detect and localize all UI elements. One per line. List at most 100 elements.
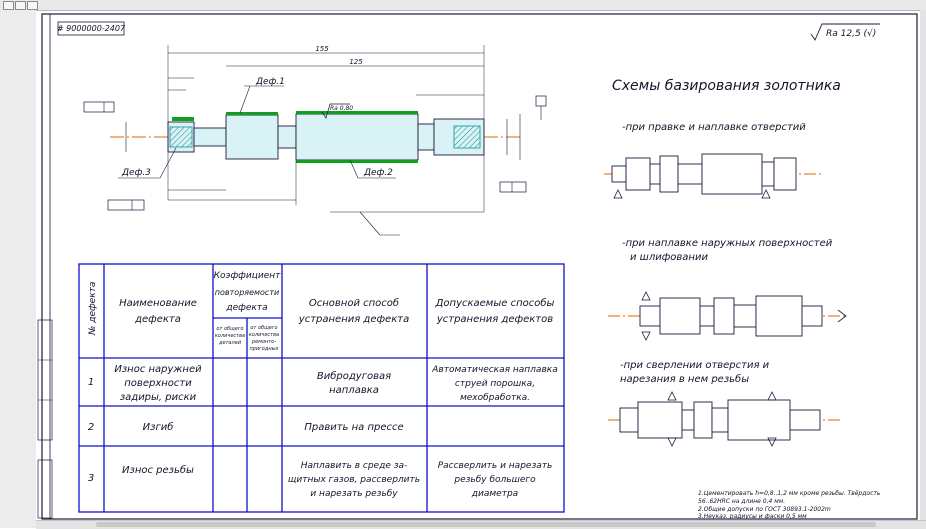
- scheme-1-caption: -при правке и наплавке отверстий: [622, 122, 806, 133]
- toolbar-button[interactable]: [27, 1, 38, 10]
- dimension-155: 155: [315, 45, 329, 53]
- roughness-callout-text: Ra 0,80: [330, 105, 353, 112]
- row-3-method-line3: и нарезать резьбу: [310, 489, 398, 499]
- defect-3-marker: [172, 117, 194, 121]
- scheme-section: [773, 157, 797, 191]
- row-3-method-line2: щитных газов, рассверлить: [288, 475, 420, 485]
- toolbar-button[interactable]: [3, 1, 14, 10]
- scheme-section: [659, 155, 679, 193]
- horizontal-scrollbar[interactable]: [36, 520, 926, 529]
- schemes-title: Схемы базирования золотника: [612, 78, 841, 94]
- row-1-method-line2: наплавка: [329, 385, 379, 396]
- row-3-allowed-line1: Рассверлить и нарезать: [438, 461, 553, 471]
- row-3-allowed-line2: резьбу большего: [453, 475, 536, 485]
- note-2: 2.Общие допуски по ГОСТ 30893.1-2002m: [698, 506, 831, 513]
- defect-1-marker: [226, 112, 278, 115]
- header-coef-b-line3: ремонто-: [251, 339, 276, 345]
- viewer-left-gutter: [0, 10, 36, 528]
- scheme-section: [677, 163, 703, 185]
- viewer-toolbar: [0, 0, 926, 11]
- row-1-name-line1: Износ наружней: [114, 364, 202, 375]
- scheme-3-part: [608, 391, 840, 447]
- center-symbol: [837, 309, 847, 323]
- row-1-name-line3: задиры, риски: [120, 392, 197, 403]
- defect-1-label: Деф.1: [255, 77, 285, 87]
- row-1-name-line2: поверхности: [124, 378, 192, 389]
- roughness-text: Ra 12,5 (√): [826, 28, 876, 39]
- sheet-frame: [41, 13, 918, 520]
- support-symbol: [641, 291, 651, 341]
- scheme-section: [755, 295, 803, 337]
- leader-line: [159, 147, 177, 179]
- header-coef-b-line2: количества: [249, 332, 279, 338]
- scheme-2-caption-line2: и шлифовании: [630, 252, 708, 263]
- support-symbol: [613, 189, 771, 199]
- shaft-neck: [277, 125, 297, 149]
- scheme-3-caption-line1: -при сверлении отверстия и: [620, 360, 770, 371]
- header-coef-b-line1: от общего: [250, 325, 277, 331]
- scheme-section: [713, 297, 735, 335]
- row-2-no: 2: [88, 422, 94, 433]
- header-coef-b-line4: пригодных: [249, 346, 278, 352]
- row-3-no: 3: [88, 473, 94, 484]
- scheme-section: [693, 401, 713, 439]
- header-method-line2: устранения дефекта: [298, 314, 409, 325]
- row-2-name: Изгиб: [143, 421, 174, 433]
- leader-line: [349, 159, 359, 179]
- scheme-section: [801, 305, 823, 327]
- header-allowed-line2: устранения дефектов: [436, 314, 553, 325]
- scheme-1-part: [604, 153, 822, 199]
- row-1-method-line1: Вибродуговая: [317, 370, 391, 382]
- row-2-method: Править на прессе: [304, 422, 403, 433]
- shaft-collar: [225, 114, 279, 160]
- table-border: [78, 263, 565, 513]
- header-name-line1: Наименование: [119, 298, 197, 309]
- left-stamp-box: [37, 459, 53, 519]
- designation-stamp-text: # 9000000-2407: [57, 24, 126, 33]
- shaft-section: [193, 127, 227, 147]
- threaded-hole-right: [453, 125, 481, 149]
- datum-box: [535, 95, 547, 107]
- left-stamp-box: [37, 319, 53, 441]
- header-method-line1: Основной способ: [309, 297, 399, 309]
- defect-2-label: Деф.2: [363, 168, 393, 178]
- spool-drawing: 155 125 Деф.1 Деф.2 Деф.3 Ra 0,80: [83, 45, 547, 236]
- scheme-section: [659, 297, 701, 335]
- support-symbol: [667, 391, 777, 447]
- vertical-scrollbar[interactable]: [920, 10, 926, 520]
- shaft-neck: [417, 123, 435, 151]
- header-name-line2: дефекта: [134, 314, 181, 325]
- dimension-125: 125: [349, 58, 363, 66]
- scheme-section: [619, 407, 639, 433]
- defect-2-marker: [296, 111, 418, 114]
- shaft-main-body: [295, 113, 419, 161]
- row-1-allowed-line3: мехобработка.: [460, 393, 530, 403]
- scheme-section: [681, 409, 695, 431]
- note-3: 3.Неуказ. радиусы и фаски 0,5 мм: [698, 513, 807, 520]
- scheme-2-part: [608, 291, 847, 341]
- scheme-section: [727, 399, 791, 441]
- header-allowed-line1: Допускаемые способы: [435, 297, 555, 309]
- row-1-no: 1: [88, 377, 94, 388]
- header-coef-a-line2: количества: [215, 333, 245, 339]
- header-coef-a-line3: деталей: [218, 340, 242, 346]
- scheme-section: [699, 305, 715, 327]
- toolbar-button[interactable]: [15, 1, 26, 10]
- scrollbar-thumb[interactable]: [96, 522, 876, 527]
- header-coef-line1: Коэффициент: [214, 271, 281, 281]
- scheme-section: [611, 165, 627, 183]
- defect-3-label: Деф.3: [121, 168, 151, 178]
- scheme-section: [649, 163, 661, 185]
- defect-table: [78, 263, 565, 513]
- row-3-allowed-line3: диаметра: [471, 489, 518, 499]
- note-1: 1.Цементировать h=0,8..1,2 мм кроме резь…: [698, 490, 881, 497]
- designation-stamp: [57, 21, 125, 36]
- scheme-section: [625, 157, 651, 191]
- threaded-hole-left: [169, 126, 193, 148]
- row-1-allowed-line2: струей порошка,: [455, 379, 535, 389]
- scheme-section: [733, 304, 757, 328]
- scheme-section: [761, 161, 775, 187]
- scheme-3-caption-line2: нарезания в нем резьбы: [620, 373, 749, 385]
- scheme-section: [789, 409, 821, 431]
